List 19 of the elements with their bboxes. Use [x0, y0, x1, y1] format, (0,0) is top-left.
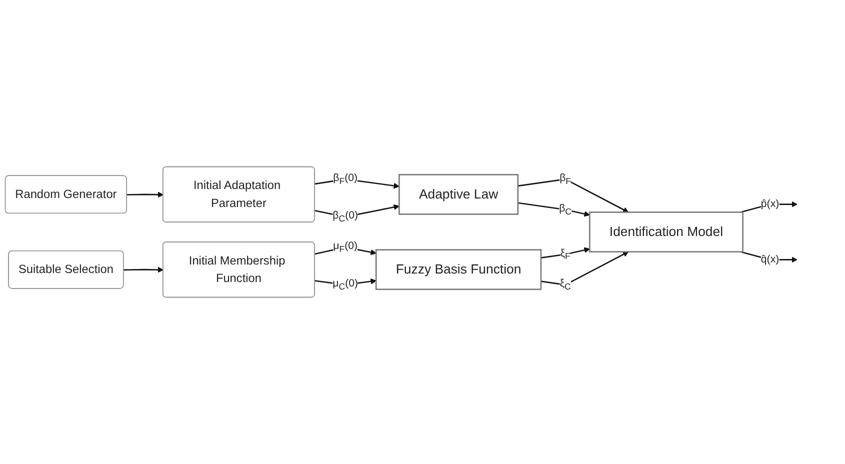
edge-label: β$_{F}$(0) — [333, 172, 358, 186]
arrow — [126, 192, 164, 198]
arrow — [540, 247, 590, 258]
arrow — [540, 252, 629, 286]
edge-label: ξ$_{F}$ — [560, 248, 570, 262]
edge-label: μ$_{C}$(0) — [332, 278, 358, 292]
edge-label: q̂(x) — [760, 254, 780, 265]
node-box: Adaptive Law — [398, 174, 519, 215]
edge-label: β$_{C}$ — [559, 202, 572, 216]
arrow — [518, 202, 590, 217]
node-box: Identification Model — [589, 212, 744, 252]
edge-label: p̂(x) — [760, 198, 780, 210]
arrow — [518, 178, 629, 212]
node-box: Fuzzy Basis Function — [375, 249, 542, 290]
edge-label: β$_{C}$(0) — [332, 210, 358, 224]
edge-label: β$_{F}$ — [560, 172, 572, 186]
edge-label: μ$_{F}$(0) — [333, 240, 358, 254]
edge-label: ξ$_{C}$ — [560, 278, 571, 292]
arrow — [124, 266, 164, 273]
